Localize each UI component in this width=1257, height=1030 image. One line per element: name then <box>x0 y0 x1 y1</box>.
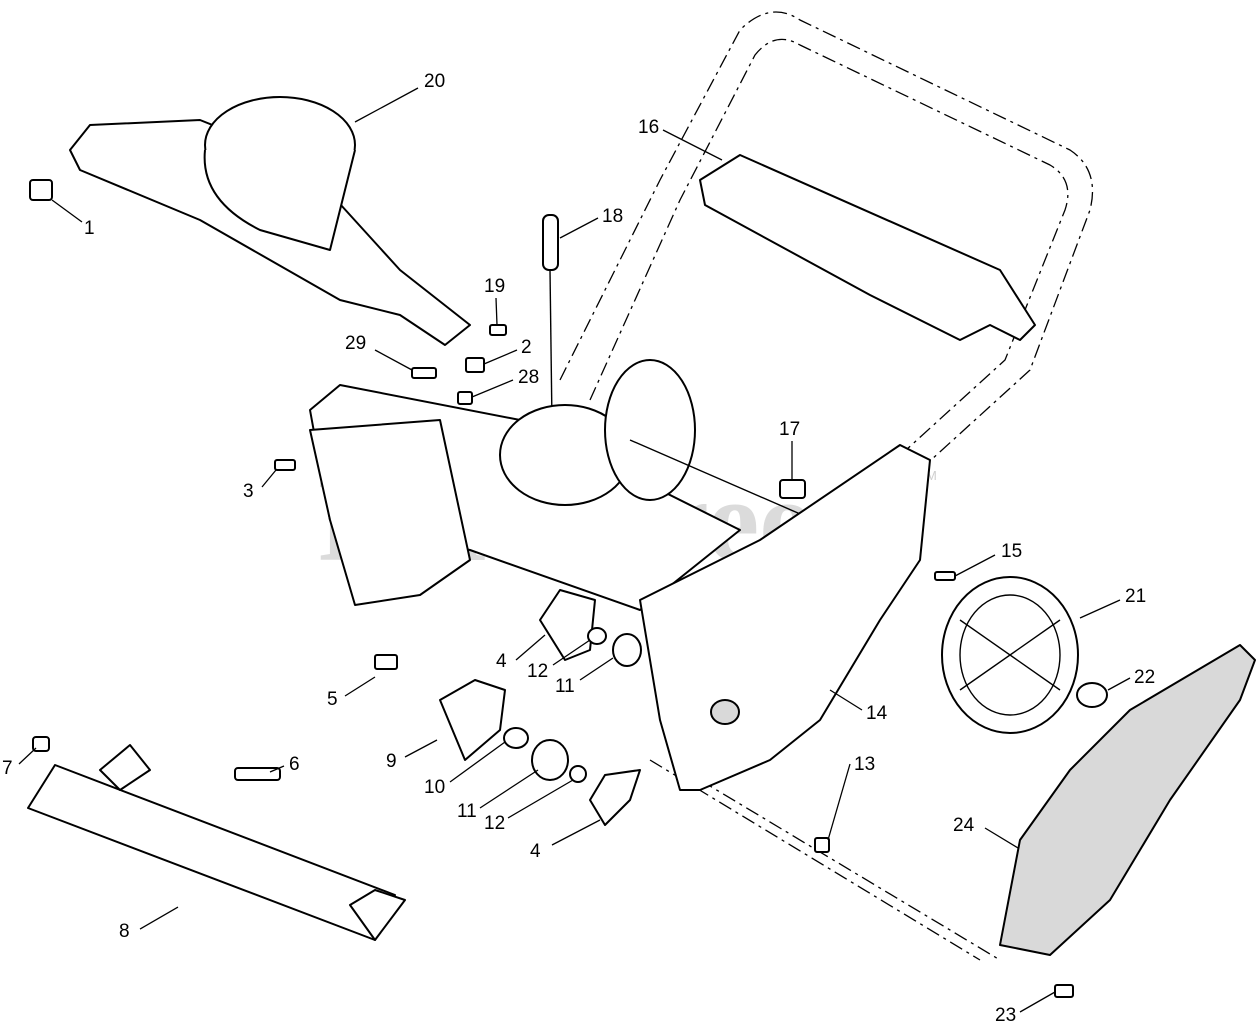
upper-bearing-set <box>539 589 642 667</box>
leader-lines <box>18 87 1131 1013</box>
callout-12-lower: 12 <box>484 813 505 834</box>
callout-7: 7 <box>2 758 13 779</box>
callout-11-lower: 11 <box>457 801 477 822</box>
callout-28: 28 <box>518 367 539 388</box>
hardware-bolts <box>32 324 1074 998</box>
callout-29: 29 <box>345 333 366 354</box>
callout-17: 17 <box>779 419 800 440</box>
callout-14: 14 <box>866 703 888 724</box>
rear-wheel <box>604 359 696 501</box>
callout-6: 6 <box>289 754 300 775</box>
belt-cover-part <box>999 644 1256 956</box>
callout-3: 3 <box>243 481 254 502</box>
callout-11-upper: 11 <box>555 676 575 697</box>
callout-22: 22 <box>1134 667 1155 688</box>
callout-19: 19 <box>484 276 505 297</box>
part-clip <box>29 179 53 201</box>
handle-outline <box>559 11 1094 961</box>
side-plate-part <box>639 444 931 791</box>
callout-4-upper: 4 <box>496 651 507 672</box>
callout-15: 15 <box>1001 541 1022 562</box>
wheel-part <box>941 576 1079 734</box>
callout-5: 5 <box>327 689 338 710</box>
housing-frame <box>309 384 741 611</box>
callout-13: 13 <box>854 754 875 775</box>
callout-16: 16 <box>638 117 659 138</box>
callout-labels: 20 1 16 18 19 29 2 28 17 3 15 21 4 12 11… <box>2 71 1155 1026</box>
callout-20: 20 <box>424 71 445 92</box>
callout-24: 24 <box>953 815 975 836</box>
callout-1: 1 <box>84 218 95 239</box>
lower-bearing-set <box>439 679 641 826</box>
callout-21: 21 <box>1125 586 1146 607</box>
callout-8: 8 <box>119 921 130 942</box>
callout-9: 9 <box>386 751 397 772</box>
callout-2: 2 <box>521 337 532 358</box>
hub-cap-part <box>1076 682 1108 708</box>
handle-bracket-part <box>699 154 1036 341</box>
scraper-bar-part <box>27 744 406 941</box>
spring-part <box>542 214 559 501</box>
callout-10: 10 <box>424 777 445 798</box>
callout-18: 18 <box>602 206 623 227</box>
callout-23: 23 <box>995 1005 1016 1026</box>
callout-4-lower: 4 <box>530 841 541 862</box>
chute-part <box>69 96 471 346</box>
callout-12-upper: 12 <box>527 661 548 682</box>
